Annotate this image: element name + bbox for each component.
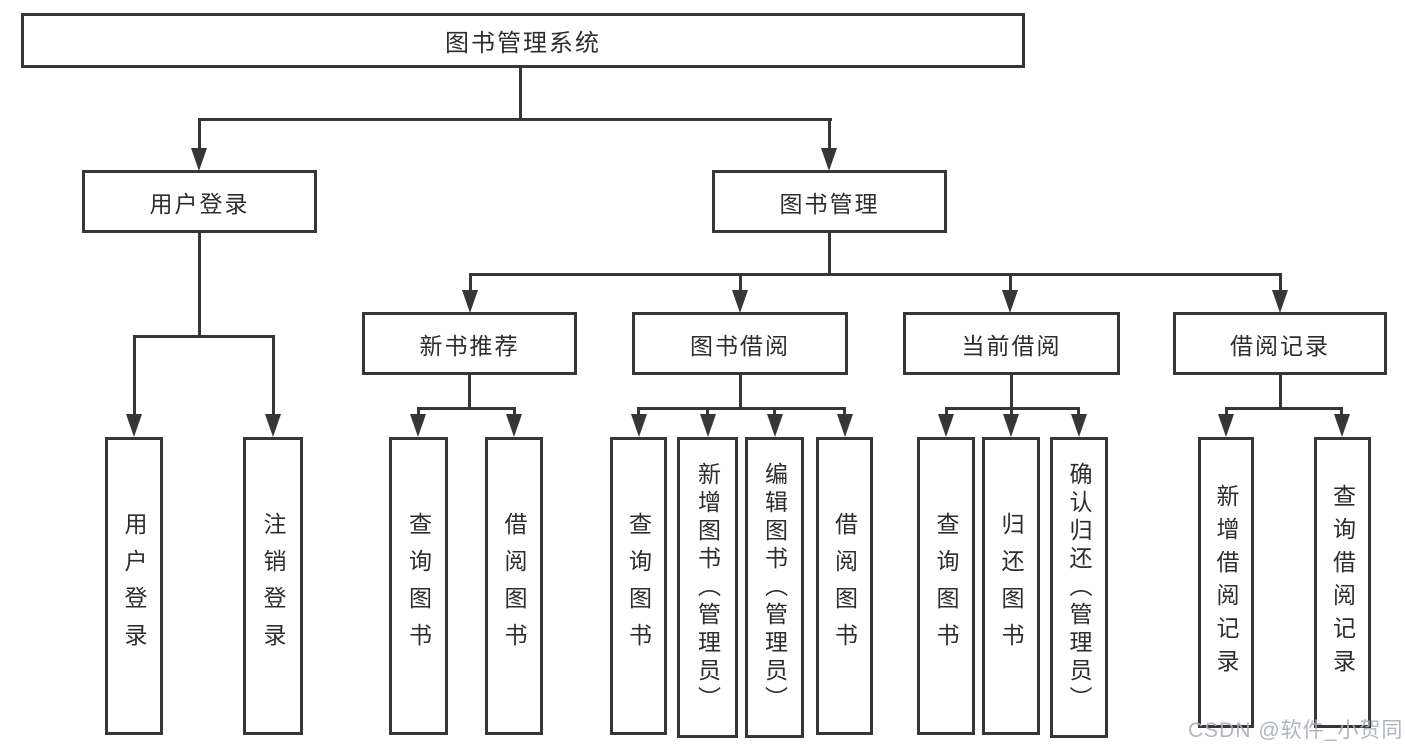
edge-current-borrow-trunk <box>1010 375 1013 407</box>
leaf-query-borrow-record: 查询借阅记录 <box>1314 437 1371 728</box>
leaf-logout: 注销登录 <box>243 437 303 735</box>
leaf-query-books-3: 查询图书 <box>917 437 975 735</box>
edge-to-book-borrow <box>739 273 742 292</box>
leaf-query-books-2: 查询图书 <box>610 437 667 735</box>
edge-to-user-login <box>198 118 201 150</box>
leaf-add-book-admin: 新增图书（管理员） <box>677 437 738 738</box>
node-label: 图书借阅 <box>690 332 790 359</box>
node-new-book-recommend: 新书推荐 <box>362 312 577 375</box>
edge-leaf-stub <box>513 407 516 416</box>
leaf-return-books: 归还图书 <box>982 437 1040 735</box>
node-label: 新书推荐 <box>419 332 520 359</box>
edge-new-book-bus <box>417 407 515 410</box>
arrowhead-icon <box>700 414 716 437</box>
node-user-login: 用户登录 <box>82 170 317 233</box>
node-current-borrow: 当前借阅 <box>903 312 1120 375</box>
node-label: 注销登录 <box>260 512 286 660</box>
node-label: 确认归还（管理员） <box>1066 461 1092 714</box>
arrowhead-icon <box>191 148 207 171</box>
edge-book-borrow-trunk <box>739 375 742 407</box>
arrowhead-icon <box>821 148 837 171</box>
leaf-add-borrow-record: 新增借阅记录 <box>1198 437 1254 728</box>
node-label: 借阅图书 <box>501 512 527 660</box>
node-label: 借阅记录 <box>1230 332 1330 359</box>
edge-leaf-stub <box>706 407 709 416</box>
edge-book-mgmt-bus <box>469 273 1281 276</box>
edge-user-login-bus <box>133 335 275 338</box>
node-label: 图书管理 <box>779 190 880 217</box>
arrowhead-icon <box>126 414 142 437</box>
node-book-management: 图书管理 <box>712 170 947 233</box>
edge-leaf-stub <box>1340 407 1343 416</box>
edge-root-bus <box>198 118 832 121</box>
edge-book-mgmt-trunk <box>828 233 831 273</box>
edge-borrow-records-trunk <box>1279 375 1282 407</box>
edge-to-leaf-user-login <box>133 335 136 416</box>
arrowhead-icon <box>506 414 522 437</box>
node-label: 借阅图书 <box>831 512 858 660</box>
arrowhead-icon <box>1002 290 1018 313</box>
arrowhead-icon <box>631 414 647 437</box>
leaf-user-login: 用户登录 <box>105 437 163 735</box>
node-label: 归还图书 <box>998 512 1024 660</box>
node-label: 新增图书（管理员） <box>694 461 721 714</box>
node-label: 查询借阅记录 <box>1329 483 1356 682</box>
node-label: 编辑图书（管理员） <box>761 461 788 714</box>
arrowhead-icon <box>462 290 478 313</box>
node-book-borrow: 图书借阅 <box>632 312 848 375</box>
csdn-watermark: CSDN @软件_小贺同学 <box>1188 719 1405 742</box>
leaf-edit-book-admin: 编辑图书（管理员） <box>745 437 804 738</box>
node-label: 查询图书 <box>405 512 432 660</box>
edge-root-trunk <box>519 68 522 118</box>
arrowhead-icon <box>1272 290 1288 313</box>
edge-leaf-stub <box>945 407 948 416</box>
leaf-borrow-books-1: 借阅图书 <box>485 437 543 735</box>
edge-to-book-management <box>828 118 831 150</box>
arrowhead-icon <box>410 414 426 437</box>
node-label: 用户登录 <box>121 512 147 660</box>
node-label: 当前借阅 <box>961 332 1062 359</box>
edge-borrow-records-bus <box>1225 407 1343 410</box>
edge-leaf-stub <box>417 407 420 416</box>
arrowhead-icon <box>767 414 783 437</box>
edge-leaf-stub <box>1077 407 1080 416</box>
arrowhead-icon <box>265 414 281 437</box>
edge-to-borrow-records <box>1279 273 1282 292</box>
edge-leaf-stub <box>1225 407 1228 416</box>
edge-book-borrow-bus <box>637 407 846 410</box>
edge-leaf-stub <box>843 407 846 416</box>
leaf-query-books-1: 查询图书 <box>389 437 448 735</box>
node-root-system: 图书管理系统 <box>21 13 1025 68</box>
edge-user-login-trunk <box>198 233 201 335</box>
node-label: 查询图书 <box>625 512 652 660</box>
edge-new-book-trunk <box>468 375 471 407</box>
arrowhead-icon <box>732 290 748 313</box>
arrowhead-icon <box>1003 414 1019 437</box>
edge-to-leaf-logout <box>272 335 275 416</box>
arrowhead-icon <box>1334 414 1350 437</box>
arrowhead-icon <box>1218 414 1234 437</box>
edge-to-current-borrow <box>1009 273 1012 292</box>
arrowhead-icon <box>837 414 853 437</box>
node-label: 用户登录 <box>149 190 250 217</box>
node-label: 查询图书 <box>933 512 959 660</box>
arrowhead-icon <box>1071 414 1087 437</box>
edge-leaf-stub <box>637 407 640 416</box>
leaf-confirm-return-admin: 确认归还（管理员） <box>1050 437 1108 738</box>
node-borrow-records: 借阅记录 <box>1173 312 1387 375</box>
node-label: 图书管理系统 <box>445 30 601 57</box>
edge-leaf-stub <box>773 407 776 416</box>
leaf-borrow-books-2: 借阅图书 <box>816 437 873 735</box>
edge-leaf-stub <box>1010 407 1013 416</box>
edge-to-new-book <box>469 273 472 292</box>
node-label: 新增借阅记录 <box>1213 483 1239 682</box>
arrowhead-icon <box>938 414 954 437</box>
